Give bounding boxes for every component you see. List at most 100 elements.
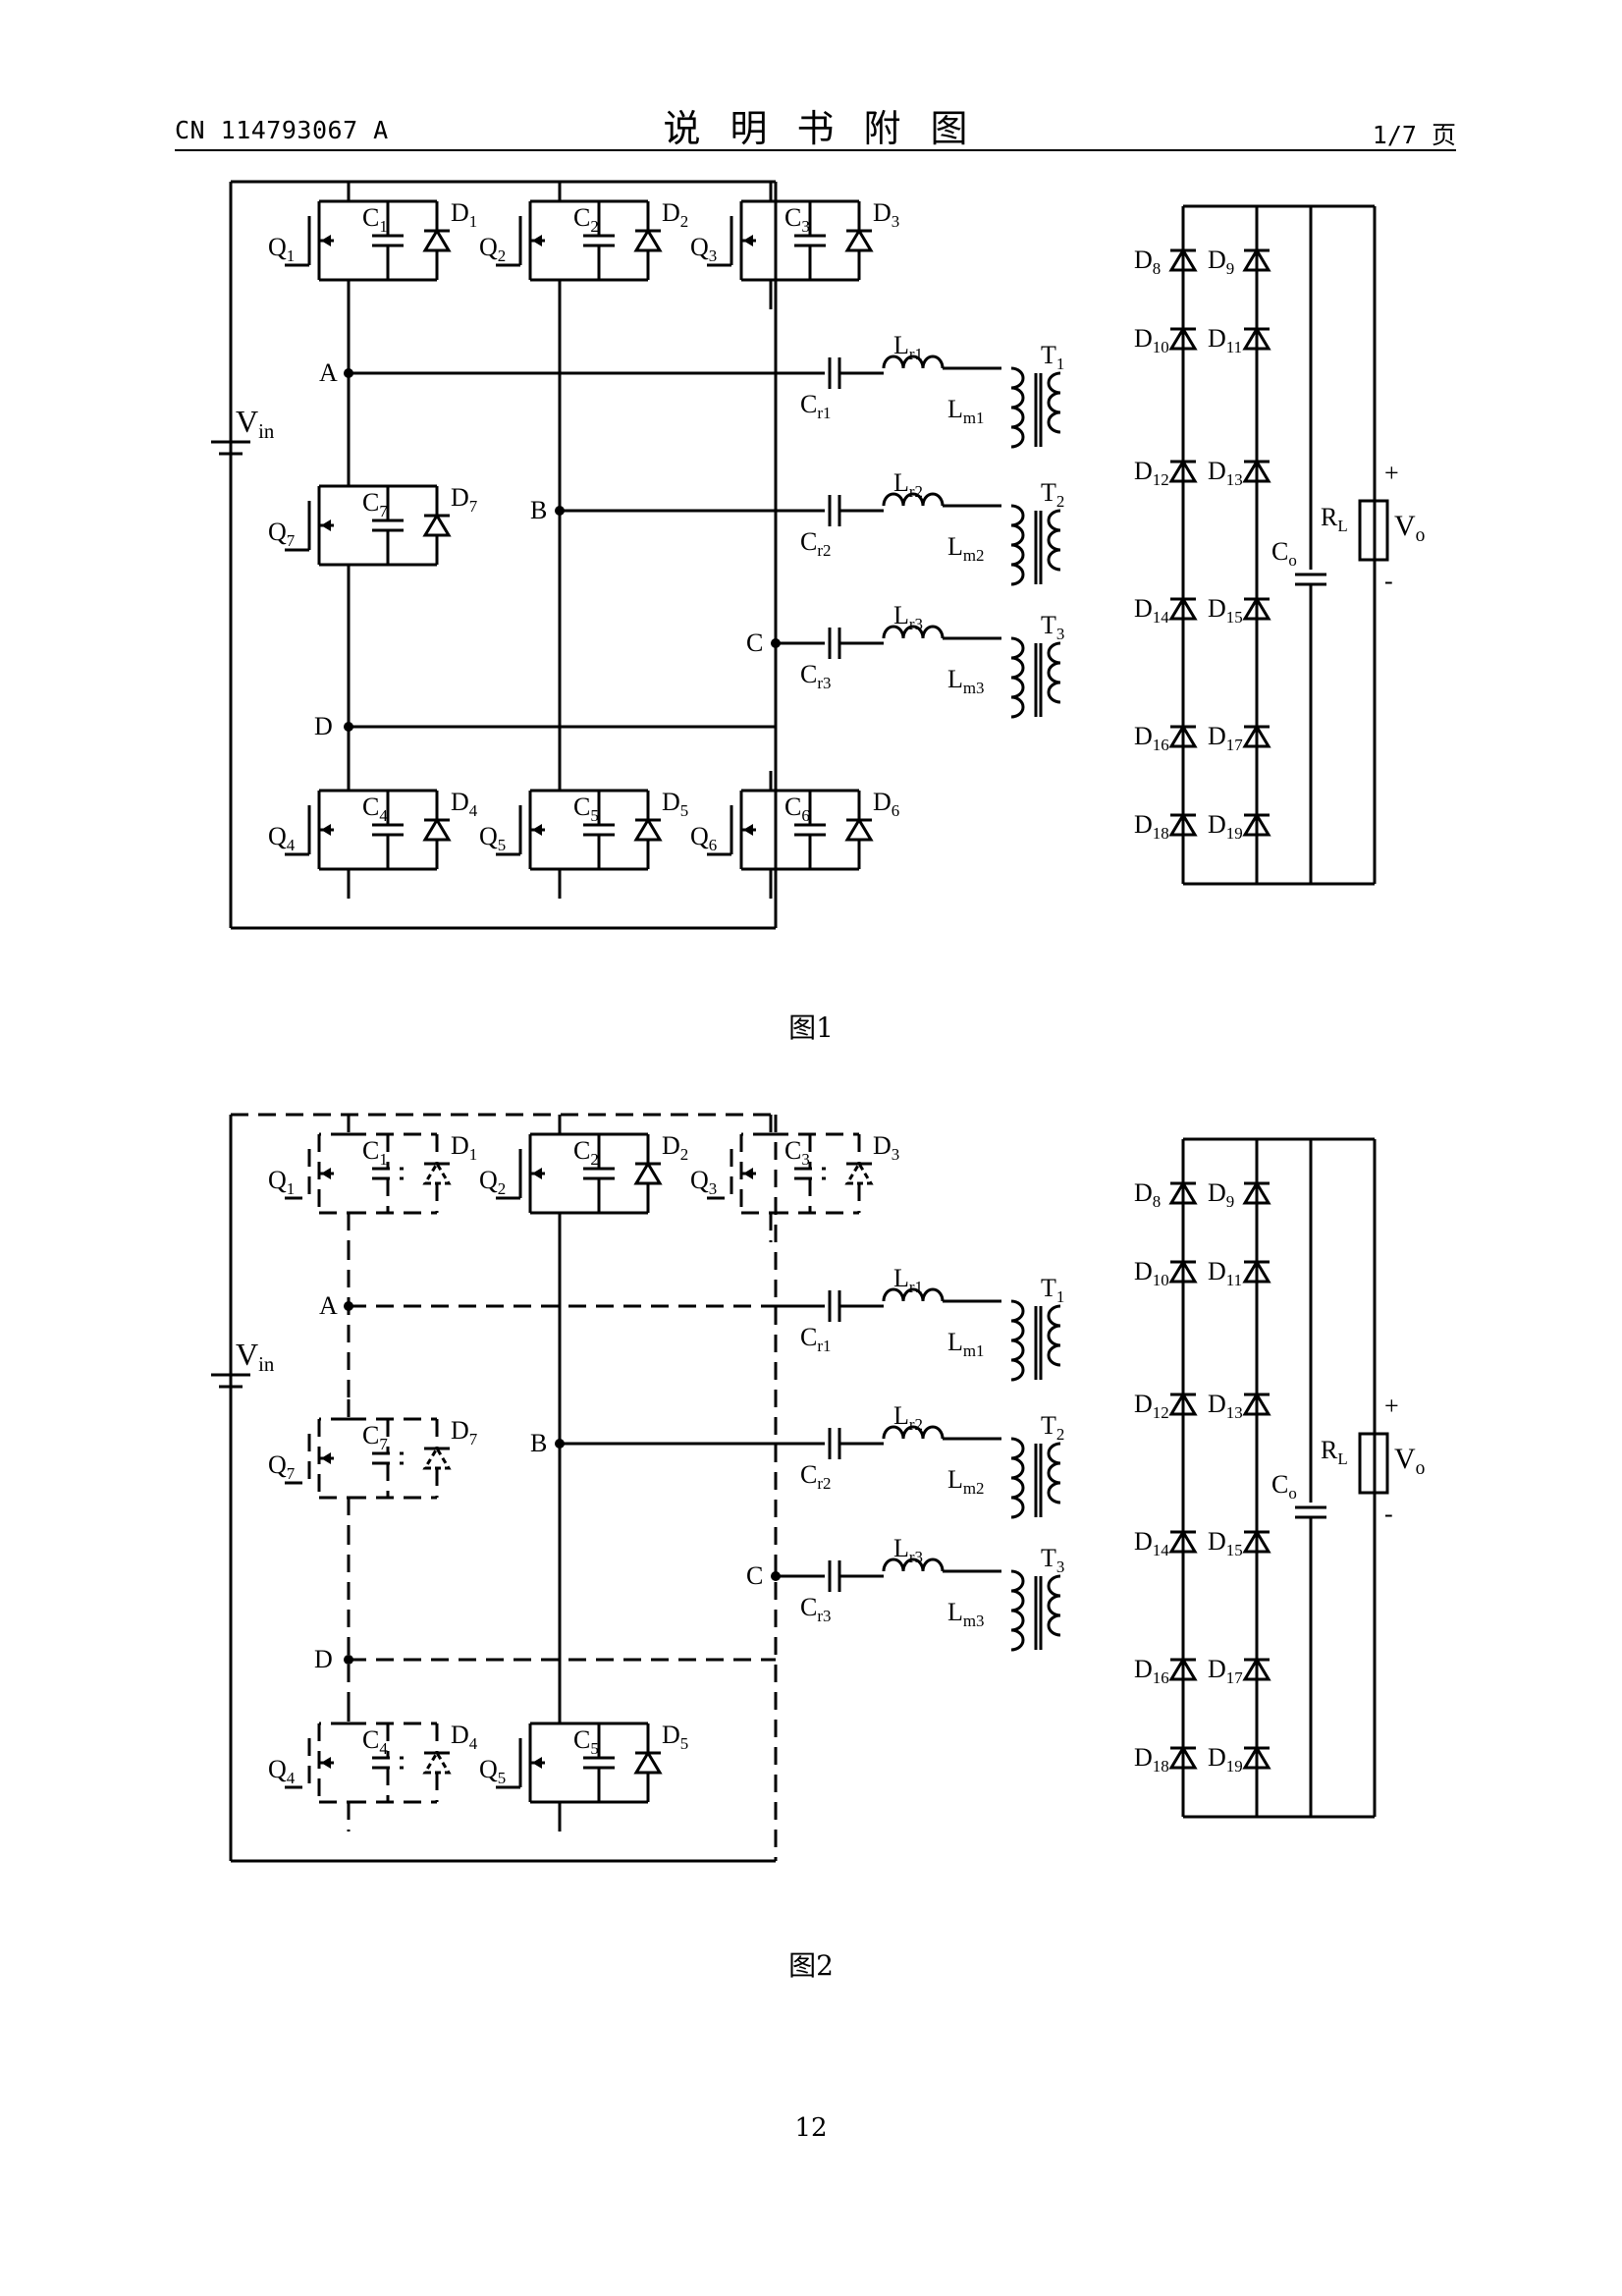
label-Co: Co bbox=[1271, 1470, 1297, 1503]
diode-body bbox=[1168, 247, 1198, 272]
label-D15: D15 bbox=[1208, 1527, 1243, 1559]
label-Cr1: Cr1 bbox=[800, 390, 831, 422]
label-minus: - bbox=[1384, 567, 1393, 595]
label-C7: C7 bbox=[362, 488, 388, 520]
transformer-secondary-1 bbox=[1047, 371, 1061, 434]
section-title: 说明书附图 bbox=[663, 107, 998, 150]
diode-10 bbox=[1168, 1259, 1198, 1284]
diode-11 bbox=[1242, 1259, 1271, 1284]
diode-body bbox=[1242, 1657, 1271, 1681]
label-Lm2: Lm2 bbox=[947, 1465, 984, 1498]
diode-body bbox=[1242, 1392, 1271, 1416]
diode-7 bbox=[422, 1446, 452, 1470]
junction-dot bbox=[344, 1301, 353, 1311]
diode-9 bbox=[1242, 1180, 1271, 1205]
label-D14: D14 bbox=[1134, 594, 1169, 627]
mosfet-arrow bbox=[743, 824, 753, 836]
label-T3: T3 bbox=[1041, 1544, 1064, 1576]
label-A: A bbox=[319, 358, 338, 387]
diode-body bbox=[1242, 812, 1271, 837]
label-Lm3: Lm3 bbox=[947, 1598, 984, 1630]
label-C6: C6 bbox=[784, 793, 810, 825]
label-C3: C3 bbox=[784, 203, 810, 236]
label-D16: D16 bbox=[1134, 1655, 1169, 1687]
label-Q5: Q5 bbox=[479, 1755, 506, 1787]
label-Q2: Q2 bbox=[479, 233, 506, 265]
label-D7: D7 bbox=[451, 1416, 477, 1449]
diode-body bbox=[844, 1161, 874, 1185]
inductor-Lm2 bbox=[1010, 504, 1025, 586]
label-D9: D9 bbox=[1208, 246, 1234, 278]
label-Lr1: Lr1 bbox=[893, 1264, 923, 1296]
label-D1: D1 bbox=[451, 1131, 477, 1164]
label-D12: D12 bbox=[1134, 1390, 1169, 1422]
label-D11: D11 bbox=[1208, 324, 1242, 356]
diode-body bbox=[1168, 596, 1198, 621]
diode-11 bbox=[1242, 326, 1271, 351]
label-D4: D4 bbox=[451, 1721, 478, 1753]
mosfet-arrow bbox=[321, 519, 331, 531]
diode-5 bbox=[633, 817, 663, 842]
diode-body bbox=[1242, 596, 1271, 621]
label-D18: D18 bbox=[1134, 1743, 1169, 1776]
diode-body bbox=[1168, 459, 1198, 483]
diode-12 bbox=[1168, 1392, 1198, 1416]
diode-body bbox=[633, 817, 663, 842]
inductor-Lr3 bbox=[882, 625, 945, 639]
label-Q2: Q2 bbox=[479, 1166, 506, 1198]
inductor-Lm3 bbox=[1010, 636, 1025, 719]
mosfet-arrow bbox=[321, 1452, 331, 1464]
diode-body bbox=[1242, 724, 1271, 748]
diode-body bbox=[1168, 812, 1198, 837]
diode-18 bbox=[1168, 1745, 1198, 1770]
label-C1: C1 bbox=[362, 1136, 388, 1169]
label-D8: D8 bbox=[1134, 246, 1161, 278]
inductor-Lr1 bbox=[882, 1287, 945, 1302]
label-D3: D3 bbox=[873, 198, 899, 231]
label-Lr3: Lr3 bbox=[893, 601, 923, 633]
label-B: B bbox=[530, 496, 547, 524]
label-plus: + bbox=[1384, 1392, 1399, 1420]
label-Cr2: Cr2 bbox=[800, 1460, 831, 1493]
label-B: B bbox=[530, 1429, 547, 1457]
label-D14: D14 bbox=[1134, 1527, 1169, 1559]
label-C3: C3 bbox=[784, 1136, 810, 1169]
label-D2: D2 bbox=[662, 1131, 688, 1164]
label-C2: C2 bbox=[573, 1136, 599, 1169]
label-D10: D10 bbox=[1134, 324, 1169, 356]
label-T1: T1 bbox=[1041, 341, 1064, 373]
diode-18 bbox=[1168, 812, 1198, 837]
mosfet-arrow bbox=[321, 824, 331, 836]
junction-dot bbox=[344, 1655, 353, 1665]
inductor-Lm1 bbox=[1010, 1299, 1025, 1382]
label-Cr1: Cr1 bbox=[800, 1323, 831, 1355]
label-D6: D6 bbox=[873, 788, 899, 820]
label-D13: D13 bbox=[1208, 1390, 1243, 1422]
diode-9 bbox=[1242, 247, 1271, 272]
diode-14 bbox=[1168, 596, 1198, 621]
junction-dot bbox=[344, 722, 353, 732]
inductor-Lr2 bbox=[882, 492, 945, 507]
junction-dot bbox=[344, 368, 353, 378]
label-C4: C4 bbox=[362, 1725, 388, 1758]
label-D11: D11 bbox=[1208, 1257, 1242, 1289]
label-RL: RL bbox=[1321, 503, 1348, 535]
mosfet-arrow bbox=[321, 1168, 331, 1179]
label-D4: D4 bbox=[451, 788, 478, 820]
diode-body bbox=[1242, 1529, 1271, 1554]
transformer-secondary-1 bbox=[1047, 1304, 1061, 1367]
inductor-Lm2 bbox=[1010, 1437, 1025, 1519]
mosfet-arrow bbox=[532, 1168, 542, 1179]
load-resistor bbox=[1358, 1432, 1389, 1495]
junction-dot bbox=[555, 506, 565, 516]
label-D17: D17 bbox=[1208, 722, 1243, 754]
diode-8 bbox=[1168, 1180, 1198, 1205]
diode-15 bbox=[1242, 1529, 1271, 1554]
label-minus: - bbox=[1384, 1500, 1393, 1528]
diode-19 bbox=[1242, 1745, 1271, 1770]
label-D9: D9 bbox=[1208, 1178, 1234, 1211]
diode-16 bbox=[1168, 724, 1198, 748]
mosfet-arrow bbox=[532, 235, 542, 246]
diode-10 bbox=[1168, 326, 1198, 351]
label-Cr3: Cr3 bbox=[800, 660, 831, 692]
